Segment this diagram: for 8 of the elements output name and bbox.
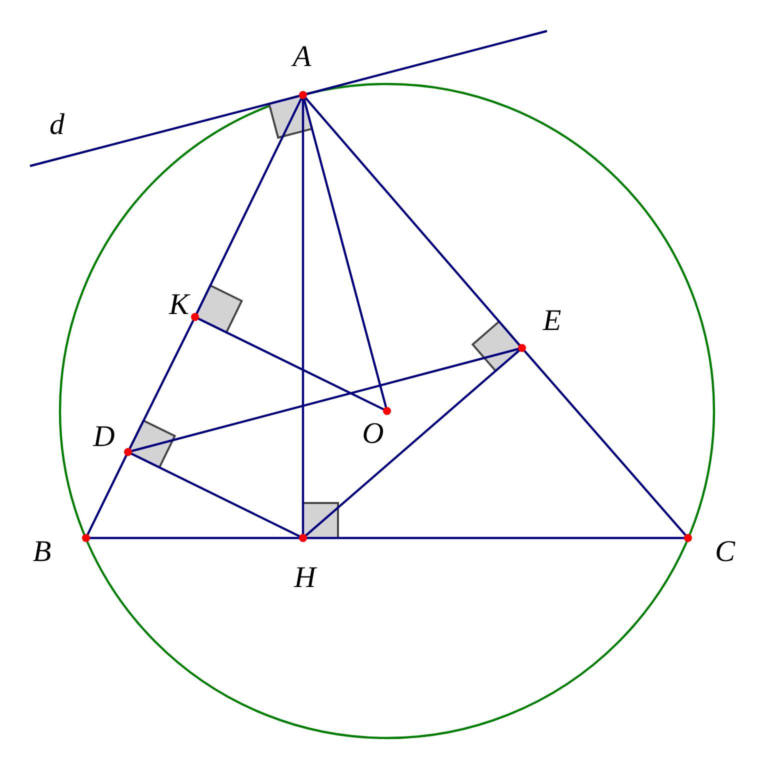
point-label: E xyxy=(542,306,562,336)
point-label: A xyxy=(290,42,312,72)
point-label: K xyxy=(168,290,192,320)
point-label: B xyxy=(32,537,52,567)
point-label: H xyxy=(292,563,318,593)
point-label: C xyxy=(714,537,736,567)
point-label: O xyxy=(361,419,385,449)
point-label: D xyxy=(92,422,116,452)
